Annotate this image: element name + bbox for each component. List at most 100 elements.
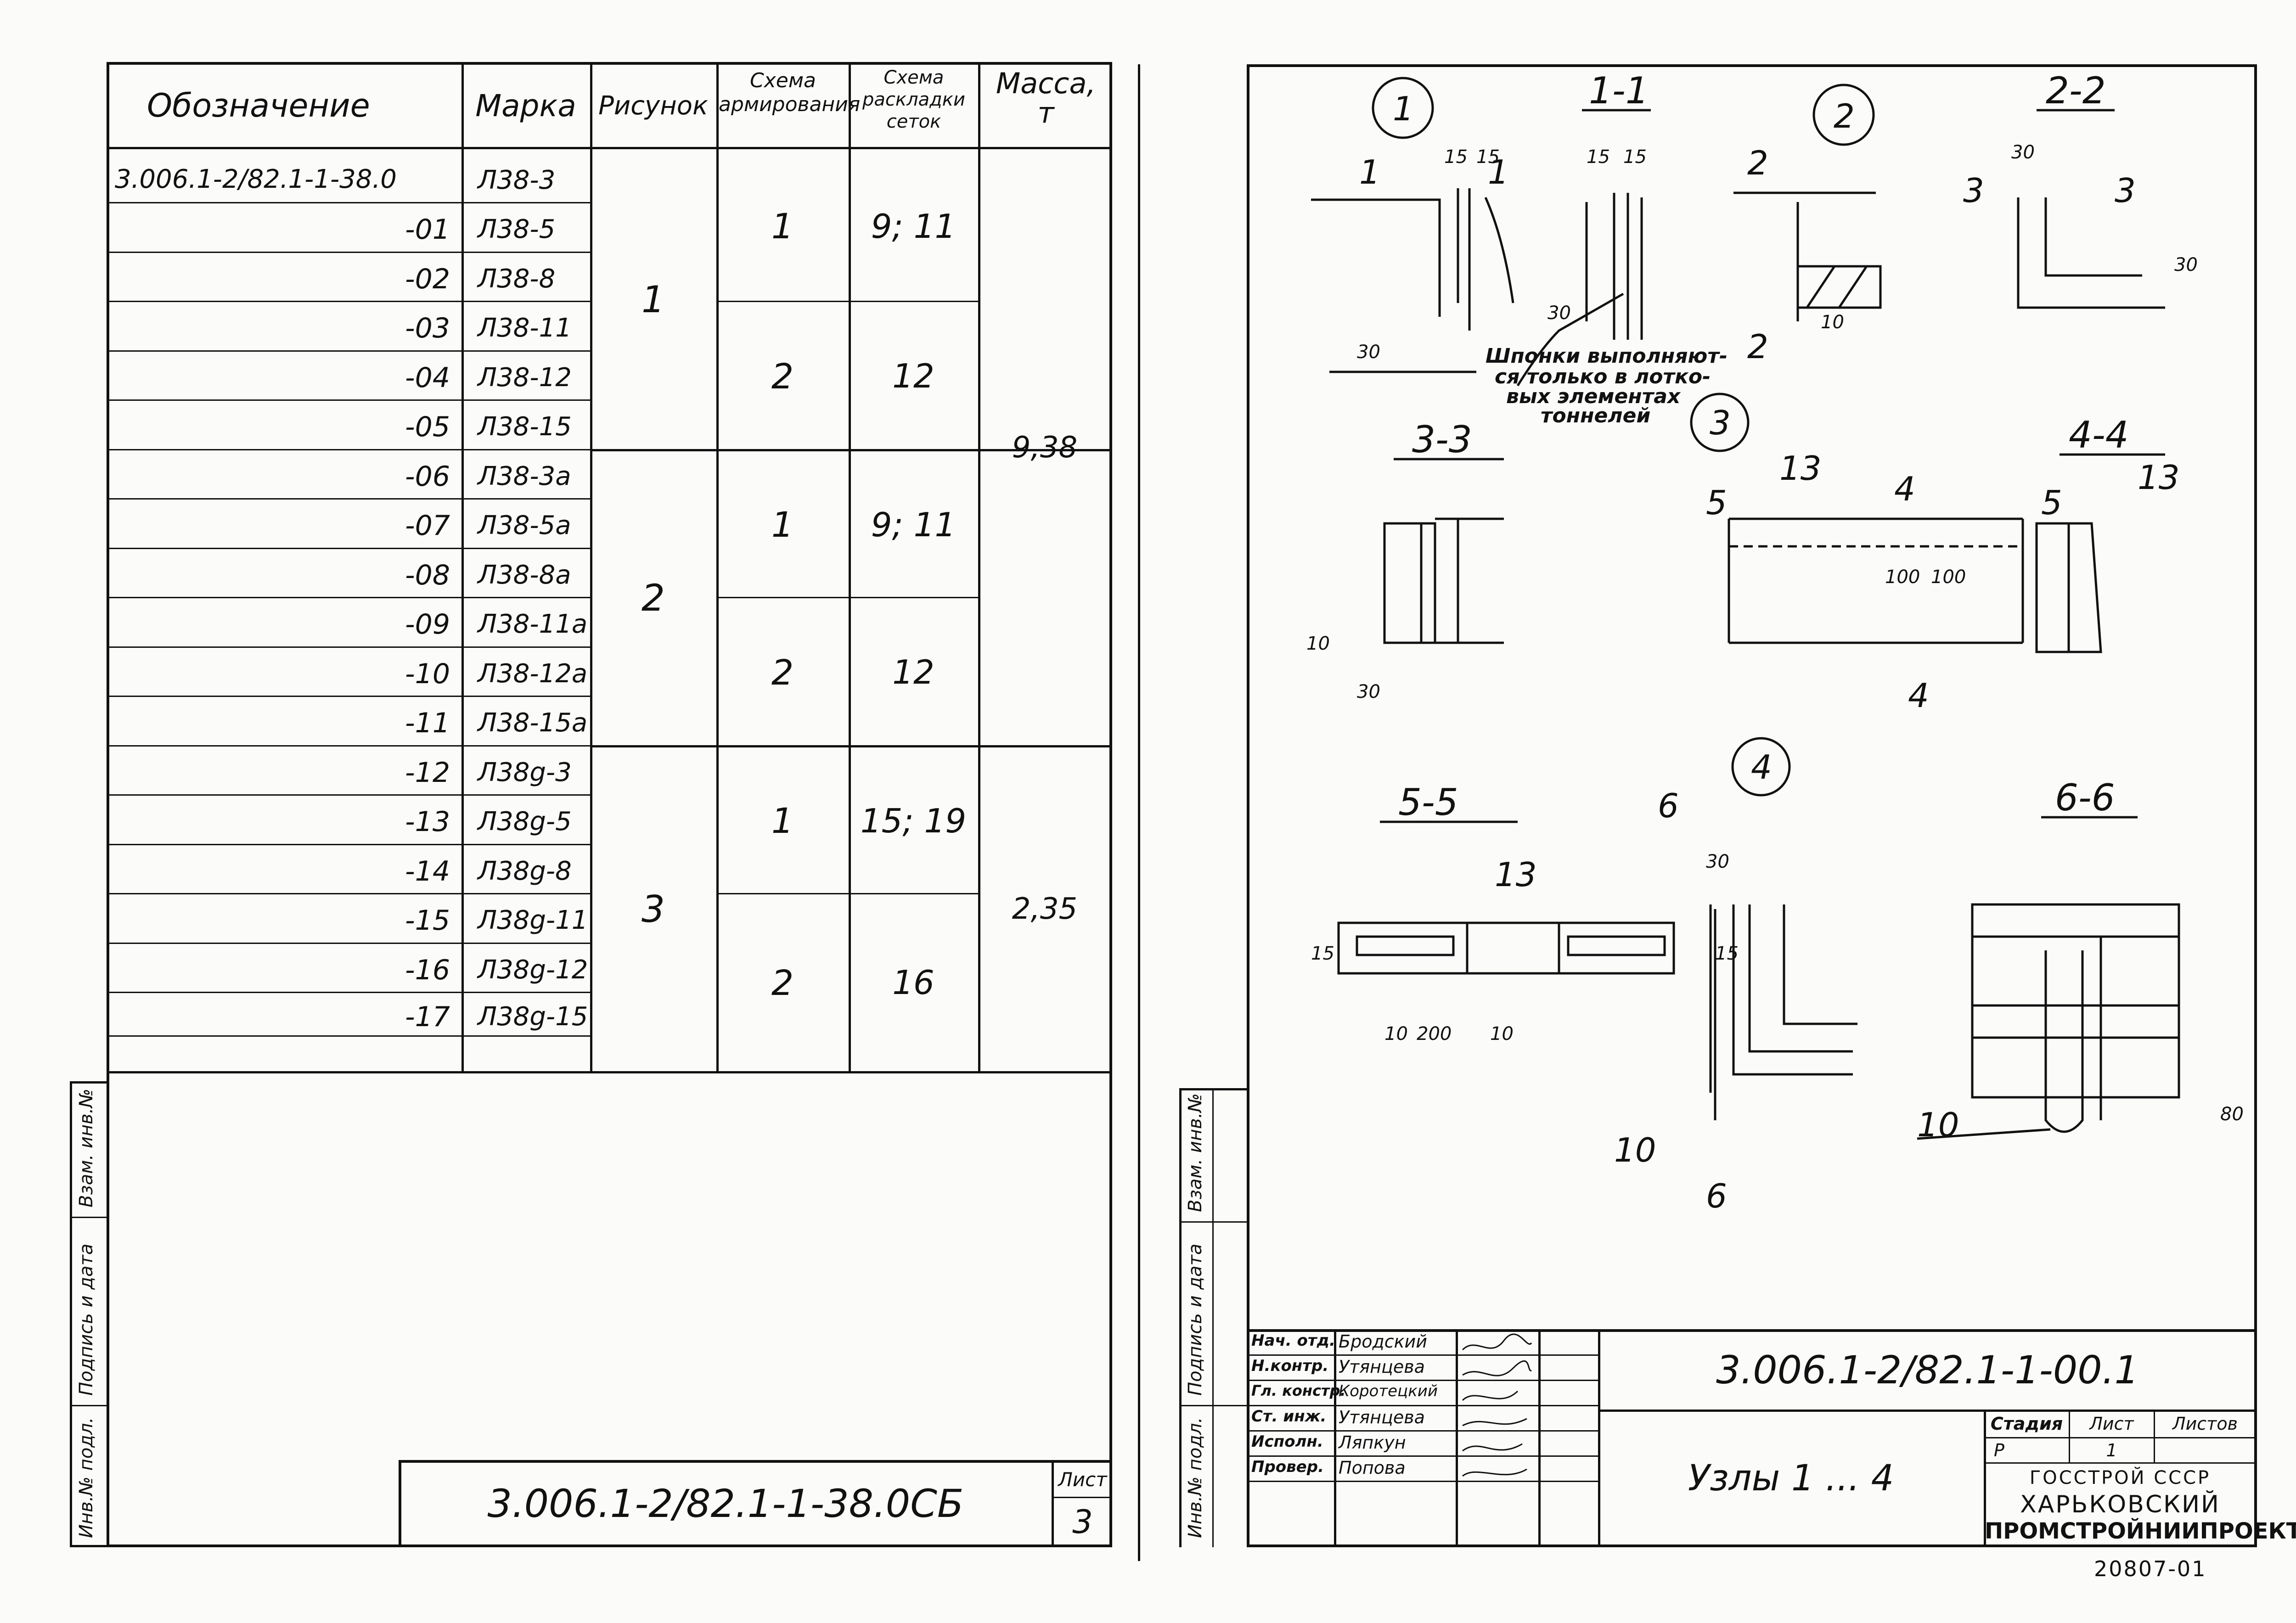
designation-cell: -11 bbox=[405, 707, 450, 739]
mark-cell: Л38-5а bbox=[478, 511, 571, 540]
designation-cell: 3.006.1-2/82.1-1-38.0 bbox=[115, 164, 397, 194]
mesh-scheme-cell: 12 bbox=[892, 357, 934, 395]
row-line bbox=[107, 252, 591, 253]
mass-cell: 9,38 bbox=[1012, 431, 1078, 465]
row-line bbox=[107, 992, 591, 993]
dim-30: 30 bbox=[1357, 342, 1380, 363]
org-line: ПРОМСТРОЙНИИПРОЕКТ bbox=[1985, 1518, 2296, 1544]
node-label-2: 2 bbox=[1834, 97, 1855, 135]
sec44-outline bbox=[2035, 522, 2102, 653]
header-figure: Рисунок bbox=[598, 90, 708, 121]
left-side-strip-sep bbox=[70, 1405, 109, 1406]
org-line: ГОССТРОЙ СССР bbox=[2029, 1467, 2211, 1488]
sec22-outline bbox=[2017, 197, 2165, 309]
row-line bbox=[107, 893, 591, 894]
header-bottom-line bbox=[107, 147, 1112, 149]
header-mesh-line2: раскладки bbox=[862, 89, 965, 110]
mesh-scheme-cell: 12 bbox=[892, 653, 934, 691]
signature-scribbles bbox=[1462, 1333, 1532, 1477]
mark-cell: Л38-15 bbox=[478, 412, 572, 442]
row-line bbox=[107, 498, 591, 500]
sheet-value: 1 bbox=[2106, 1440, 2117, 1460]
reinf-scheme-cell: 2 bbox=[771, 355, 794, 397]
row-line bbox=[107, 943, 591, 944]
note-line: тоннелей bbox=[1541, 404, 1650, 427]
left-sheet-frame bbox=[107, 62, 1112, 1547]
right-side-strip-inner bbox=[1212, 1088, 1214, 1547]
cut-mark-1: 1 bbox=[1359, 153, 1380, 191]
node2-hatch-line bbox=[1838, 265, 1868, 309]
title-block-col bbox=[1984, 1410, 1986, 1547]
designation-cell: -06 bbox=[405, 461, 450, 493]
designation-cell: -12 bbox=[405, 757, 450, 789]
mark-cell: Л38-12а bbox=[478, 659, 588, 689]
title-block-stage-col bbox=[2069, 1410, 2070, 1462]
designation-cell: -10 bbox=[405, 658, 450, 690]
left-stamp-divider bbox=[1052, 1460, 1054, 1547]
header-designation: Обозначение bbox=[147, 87, 370, 124]
reinf-scheme-cell: 1 bbox=[771, 800, 794, 841]
mark-cell: Л38-11 bbox=[478, 313, 572, 343]
node4-inner bbox=[1732, 904, 1853, 1076]
node-circle-1 bbox=[1372, 77, 1434, 139]
note-line: ся только в лотко- bbox=[1495, 365, 1711, 388]
stamp-name: Бродский bbox=[1339, 1331, 1427, 1352]
cut-mark-3: 3 bbox=[1963, 171, 1984, 210]
title-block-code: 3.006.1-2/82.1-1-00.1 bbox=[1716, 1348, 2139, 1393]
mesh-scheme-cell: 9; 11 bbox=[871, 207, 956, 246]
title-block-col bbox=[1334, 1329, 1336, 1547]
designation-cell: -05 bbox=[405, 411, 450, 443]
figure-group-line bbox=[590, 745, 1112, 747]
dim-30: 30 bbox=[1357, 681, 1380, 702]
cut-mark-2: 2 bbox=[1747, 144, 1768, 182]
reinf-scheme-cell: 2 bbox=[771, 651, 794, 693]
cut-mark-5: 5 bbox=[1706, 483, 1727, 522]
dim-10: 10 bbox=[1384, 1023, 1408, 1045]
designation-cell: -07 bbox=[405, 510, 450, 542]
dim-15: 15 bbox=[1476, 146, 1500, 168]
title-block-col bbox=[1598, 1329, 1600, 1547]
row-line bbox=[107, 350, 591, 352]
sec66-leader bbox=[1917, 1128, 2051, 1140]
right-side-label-sign: Подпись и дата bbox=[1185, 1243, 1206, 1396]
row-line bbox=[107, 745, 591, 747]
title-block-title: Узлы 1 ... 4 bbox=[1688, 1458, 1894, 1499]
mark-13: 13 bbox=[2138, 458, 2180, 497]
node-label-4: 4 bbox=[1751, 748, 1772, 786]
mark-cell: Л38-11а bbox=[478, 609, 588, 639]
section-label-4-4: 4-4 bbox=[2069, 414, 2129, 456]
title-block-stage-line bbox=[1984, 1462, 2257, 1464]
reinf-scheme-cell: 2 bbox=[771, 962, 794, 1003]
stamp-role: Н.контр. bbox=[1251, 1357, 1329, 1375]
dim-30: 30 bbox=[2011, 142, 2035, 163]
designation-cell: -09 bbox=[405, 608, 450, 640]
col-line-4 bbox=[849, 62, 851, 1072]
dim-30: 30 bbox=[1548, 303, 1571, 324]
stamp-name: Ляпкун bbox=[1339, 1432, 1406, 1453]
mark-cell: Л38-15а bbox=[478, 708, 588, 738]
left-side-strip-bottom bbox=[70, 1545, 109, 1547]
header-reinf-scheme: Схема армирования bbox=[719, 69, 860, 117]
node1-outline bbox=[1311, 198, 1441, 317]
row-line bbox=[107, 399, 591, 401]
mark-13: 13 bbox=[1495, 855, 1537, 894]
mark-cell: Л38g-12 bbox=[478, 955, 588, 985]
designation-cell: -17 bbox=[405, 1001, 450, 1033]
left-stamp-sheet-number: 3 bbox=[1072, 1503, 1093, 1541]
stage-label: Стадия bbox=[1990, 1414, 2063, 1434]
mark-cell: Л38-8а bbox=[478, 560, 571, 590]
signature bbox=[1462, 1360, 1532, 1376]
mark-cell: Л38-5 bbox=[478, 214, 556, 244]
sec55-outline bbox=[1337, 921, 1675, 975]
designation-cell: -15 bbox=[405, 904, 450, 937]
row-line bbox=[107, 844, 591, 845]
left-stamp-sheet-label: Лист bbox=[1058, 1468, 1107, 1491]
left-side-label-sign: Подпись и дата bbox=[76, 1243, 97, 1396]
right-side-label-replace: Взам. инв.№ bbox=[1185, 1093, 1206, 1212]
node-circle-2 bbox=[1812, 84, 1875, 146]
right-side-strip-sep bbox=[1179, 1405, 1248, 1406]
node1-break bbox=[1484, 197, 1514, 303]
left-side-strip-top bbox=[70, 1081, 109, 1084]
stamp-role: Гл. констр. bbox=[1251, 1382, 1346, 1399]
left-stamp-code: 3.006.1-2/82.1-1-38.0СБ bbox=[487, 1481, 964, 1526]
